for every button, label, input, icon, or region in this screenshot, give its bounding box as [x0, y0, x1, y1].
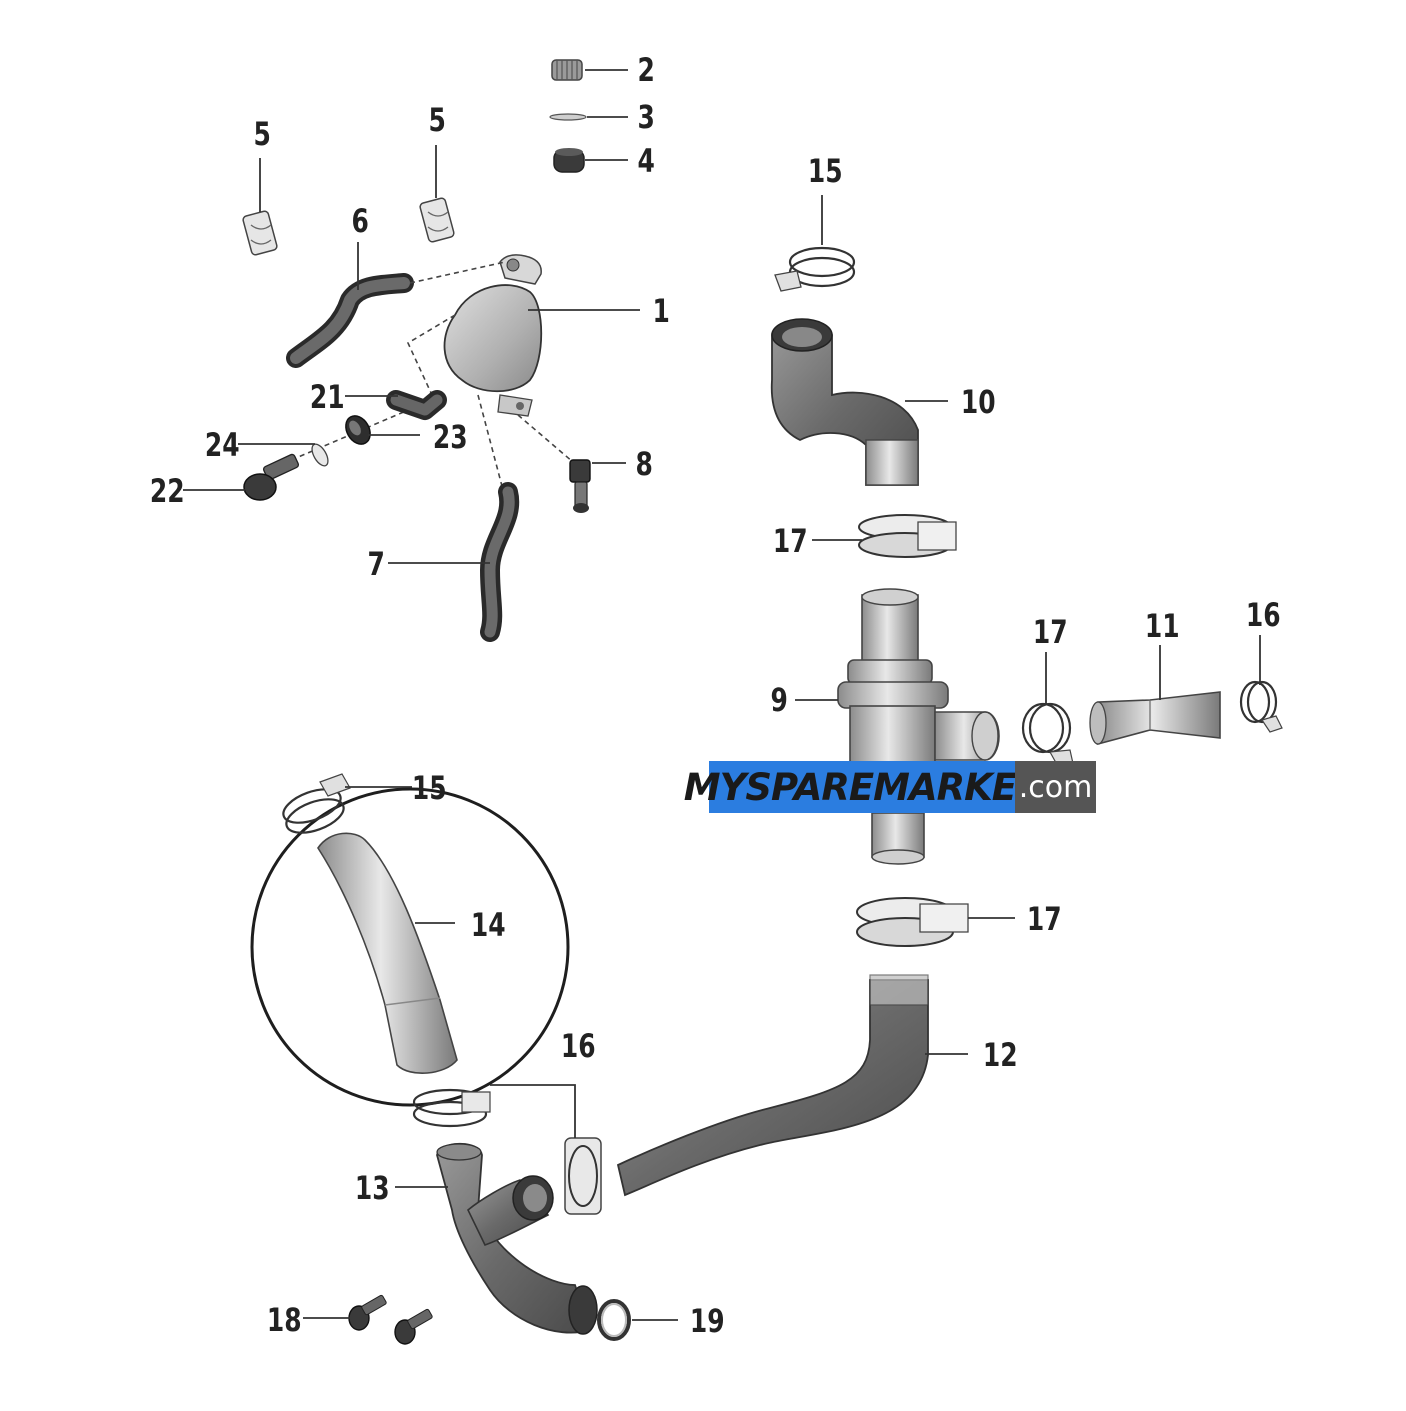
assembly-line-6-to-1	[409, 261, 506, 284]
part-18-bolt-a	[348, 1294, 387, 1331]
part-12-long-pipe	[616, 974, 929, 1197]
part-23-grommet	[345, 415, 371, 445]
callout-5-right: 5	[428, 101, 445, 139]
part-13-y-pipe	[436, 1142, 598, 1335]
callout-2: 2	[637, 51, 654, 89]
part-16-clip-right	[1239, 680, 1283, 733]
callout-3: 3	[637, 98, 654, 136]
part-8-bolt	[569, 459, 591, 513]
assembly-line-tank-to-21	[406, 314, 456, 396]
assembly-line-tank-to-8	[517, 414, 581, 469]
callout-11: 11	[1145, 607, 1180, 645]
part-10-elbow-hose	[770, 318, 919, 486]
callout-16-right: 16	[1246, 596, 1281, 634]
callout-21: 21	[310, 378, 345, 416]
callout-15-inset: 15	[412, 769, 447, 807]
assembly-line-tank-to-7	[477, 394, 504, 491]
part-5-clip-left	[242, 210, 278, 256]
callout-10: 10	[961, 383, 996, 421]
part-16-clip-middle	[564, 1137, 602, 1215]
part-18-bolt-b	[394, 1308, 433, 1345]
leader-16a	[490, 1084, 576, 1138]
part-5-clip-right	[419, 197, 455, 243]
part-2-drawing	[551, 59, 583, 81]
callout-15-top: 15	[808, 152, 843, 190]
part-14-hose	[317, 832, 458, 1075]
watermark-banner: MYSPAREMARKET .com	[684, 761, 1096, 813]
part-6-hose	[286, 273, 414, 368]
callout-17-lower: 17	[1027, 900, 1062, 938]
part-3-drawing	[549, 113, 587, 121]
part-9-thermostat-housing	[837, 588, 1000, 865]
part-19-o-ring	[597, 1299, 631, 1341]
callout-18: 18	[267, 1301, 302, 1339]
callout-9: 9	[770, 681, 787, 719]
callout-19: 19	[690, 1302, 725, 1340]
callout-16-lower: 16	[561, 1027, 596, 1065]
part-11-sleeve	[1089, 691, 1221, 746]
part-19-o-ring-inner	[601, 1303, 627, 1337]
callout-14: 14	[471, 906, 506, 944]
callout-5-left: 5	[253, 115, 270, 153]
assembly-line-22-to-21	[274, 404, 421, 468]
watermark-tld: .com	[1015, 761, 1096, 813]
callout-17-side: 17	[1033, 613, 1068, 651]
callout-22: 22	[150, 472, 185, 510]
watermark-brand: MYSPAREMARKET	[684, 761, 1041, 813]
callout-7: 7	[367, 545, 384, 583]
callout-13: 13	[355, 1169, 390, 1207]
callout-12: 12	[983, 1036, 1018, 1074]
part-7-hose	[480, 482, 520, 642]
part-4-drawing	[553, 148, 585, 173]
inset-circle-14	[250, 787, 570, 1107]
part-22-bolt	[243, 453, 300, 501]
part-15-clamp-inset	[282, 773, 351, 834]
callout-1: 1	[652, 292, 669, 330]
part-21-elbow	[386, 390, 447, 420]
part-17-clamp-upper	[858, 514, 957, 558]
callout-4: 4	[637, 142, 654, 180]
part-24-washer	[311, 443, 329, 467]
callout-8: 8	[635, 445, 652, 483]
callout-17-upper: 17	[773, 522, 808, 560]
callout-6: 6	[351, 202, 368, 240]
part-1-reservoir	[443, 254, 543, 417]
part-15-clamp-top	[774, 246, 856, 292]
part-16-clip-lower	[412, 1088, 491, 1128]
callout-24: 24	[205, 426, 240, 464]
callout-23: 23	[433, 418, 468, 456]
part-17-clamp-lower	[856, 897, 969, 947]
